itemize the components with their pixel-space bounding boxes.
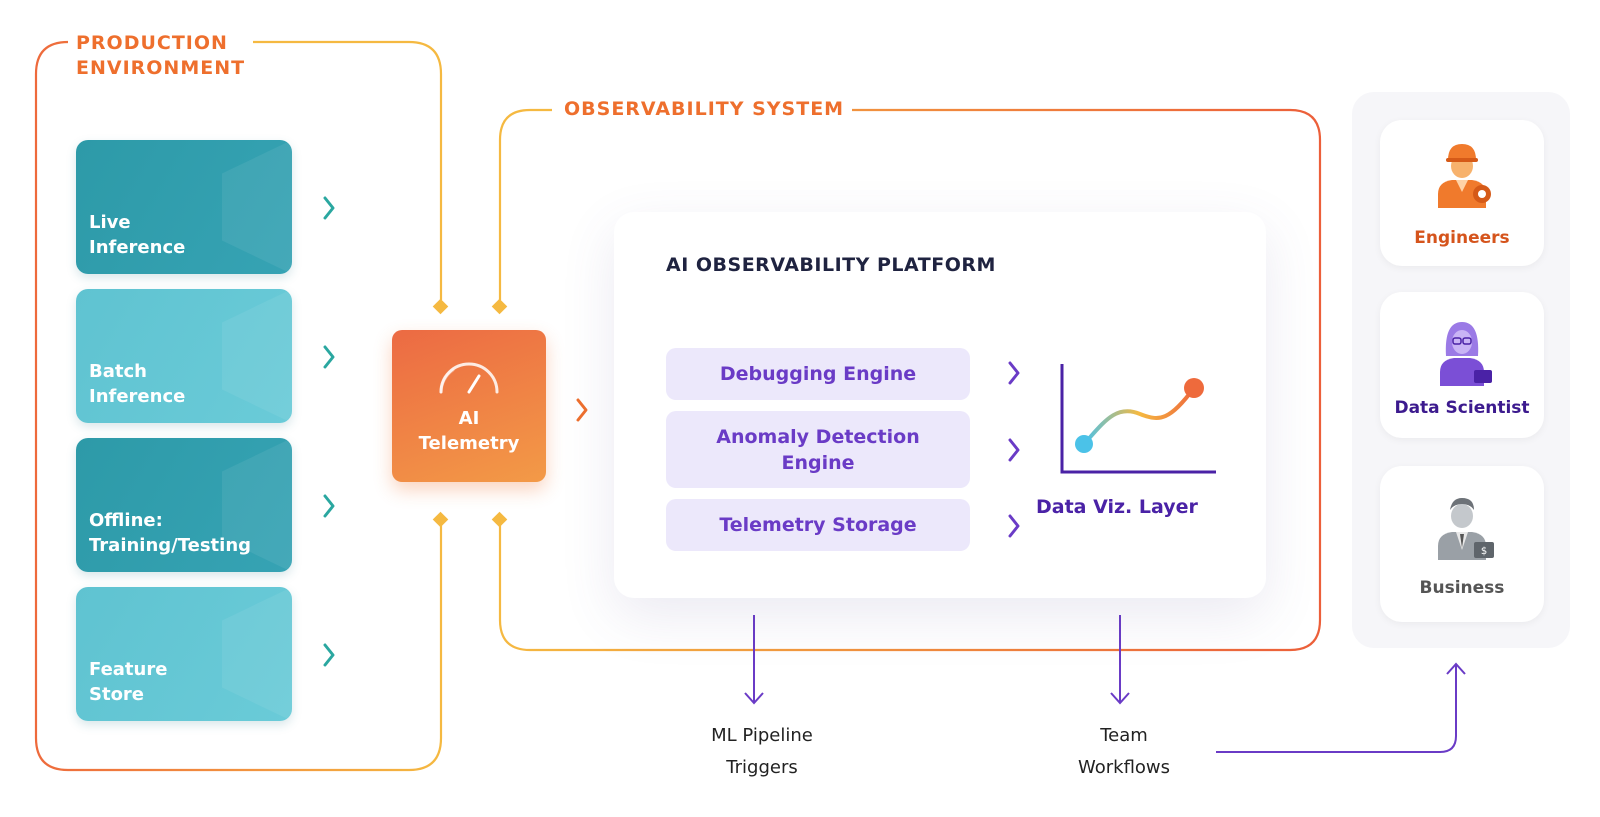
anomaly-detection-engine: Anomaly Detection Engine <box>666 411 970 488</box>
ai-telemetry-box: AI Telemetry <box>392 330 546 482</box>
source-label: Offline: Training/Testing <box>89 510 252 556</box>
engineer-icon <box>1438 144 1491 208</box>
production-to-telemetry-line <box>238 40 443 300</box>
ai-telemetry-label: AI Telemetry <box>418 408 520 454</box>
stakeholder-data-scientist: Data Scientist <box>1380 292 1544 438</box>
source-batch-inference: Batch Inference <box>76 289 292 423</box>
connector-diamond <box>432 298 449 315</box>
source-offline-training-testing: Offline: Training/Testing <box>76 438 292 572</box>
source-decoration <box>222 289 292 423</box>
stakeholder-engineers: Engineers <box>1380 120 1544 266</box>
chevron-right-icon <box>323 643 335 667</box>
line-chart-icon <box>1060 364 1216 474</box>
chevron-right-icon <box>1008 361 1020 385</box>
ml-pipeline-triggers: ML Pipeline Triggers <box>711 725 813 778</box>
source-label: Feature Store <box>89 659 168 705</box>
chevron-right-icon <box>323 494 335 518</box>
production-frame <box>34 40 443 772</box>
telemetry-storage: Telemetry Storage <box>666 499 970 551</box>
businessman-icon: $ <box>1438 498 1494 560</box>
svg-text:$: $ <box>1481 546 1487 557</box>
source-feature-store: Feature Store <box>76 587 292 721</box>
production-environment-title: PRODUCTION ENVIRONMENT <box>68 31 254 81</box>
debugging-engine: Debugging Engine <box>666 348 970 400</box>
chevron-right-icon <box>1008 514 1020 538</box>
source-label: Batch Inference <box>89 361 186 407</box>
observability-frame <box>498 108 1322 652</box>
stakeholder-business: $ Business <box>1380 466 1544 622</box>
chevron-right-icon <box>1008 438 1020 462</box>
platform-title: AI OBSERVABILITY PLATFORM <box>666 254 996 276</box>
team-workflows: Team Workflows <box>1077 725 1171 778</box>
observability-system-title: OBSERVABILITY SYSTEM <box>556 97 853 122</box>
source-decoration <box>222 587 292 721</box>
connector-diamond <box>491 298 508 315</box>
connector-diamond <box>491 511 508 528</box>
up-arrow-icon <box>1216 662 1466 753</box>
observability-to-telemetry-line <box>498 108 552 300</box>
down-arrow-icon <box>744 615 764 705</box>
stakeholder-label: Data Scientist <box>1394 398 1530 418</box>
chevron-right-icon <box>323 196 335 220</box>
connector-diamond <box>432 511 449 528</box>
data-scientist-icon <box>1440 322 1492 386</box>
source-decoration <box>222 140 292 274</box>
chevron-right-icon <box>323 345 335 369</box>
stakeholder-label: Engineers <box>1414 228 1510 248</box>
down-arrow-icon <box>1110 615 1130 705</box>
gauge-icon <box>439 362 499 394</box>
source-live-inference: Live Inference <box>76 140 292 274</box>
source-label: Live Inference <box>89 212 186 258</box>
telemetry-arrow-icon <box>576 398 588 422</box>
ai-observability-platform: AI OBSERVABILITY PLATFORM Debugging Engi… <box>614 212 1266 598</box>
stakeholder-label: Business <box>1419 578 1505 598</box>
data-viz-layer-label: Data Viz. Layer <box>1036 496 1198 518</box>
